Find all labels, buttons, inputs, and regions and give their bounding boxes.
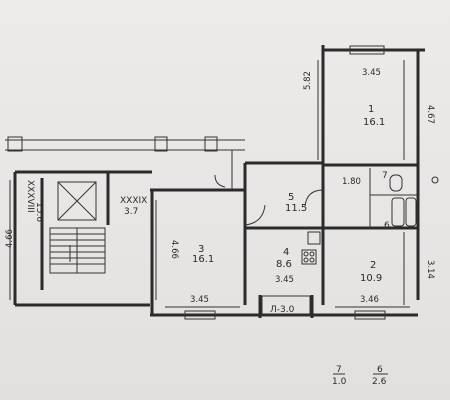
- room-2-area: 10.9: [360, 273, 382, 284]
- dim-room2-right: 3.14: [425, 260, 435, 279]
- corridor-column-1: [7, 136, 23, 152]
- riser-pipe: [431, 176, 439, 184]
- balcony-label: Л-3.0: [270, 305, 295, 315]
- room-1-number: 1: [368, 104, 374, 115]
- room-7-number: 7: [382, 171, 388, 181]
- balcony-outline: [261, 295, 311, 317]
- dim-stair-left: 4.66: [5, 229, 15, 248]
- room-1-area: 16.1: [363, 117, 385, 128]
- corridor-column-3: [204, 136, 218, 152]
- dim-room2-bottom: 3.46: [360, 295, 379, 305]
- room-5-number: 5: [288, 192, 294, 203]
- stair-unit-area: 15.6: [34, 202, 44, 222]
- dim-room1-top: 3.45: [362, 68, 381, 78]
- room-2-number: 2: [370, 260, 376, 271]
- door-corridor: [304, 189, 324, 207]
- dim-room1-left: 5.82: [303, 71, 313, 90]
- room-6-number: 6: [384, 221, 390, 231]
- dim-room1-right: 4.67: [425, 105, 435, 124]
- dim-room4-bottom: 3.45: [275, 275, 294, 285]
- legend-7-area: 1.0: [332, 377, 347, 387]
- sink-fixture: [307, 231, 321, 245]
- walls: [13, 45, 425, 318]
- elevator-cross-b: [57, 181, 97, 221]
- legend-6-number: 6: [377, 365, 383, 375]
- elevator-shaft: [57, 181, 97, 221]
- legend-7-number: 7: [336, 365, 342, 375]
- room-3-number: 3: [198, 244, 204, 255]
- door-entry: [214, 174, 226, 188]
- room-4-number: 4: [283, 247, 289, 258]
- bathtub-fixture-a: [391, 197, 405, 227]
- room-3-area: 16.1: [192, 254, 214, 265]
- stove-fixture: [301, 249, 317, 265]
- window-room1: [349, 45, 385, 55]
- dim-room3-left: 4.66: [169, 240, 179, 259]
- lobby-label: XXXIX: [120, 196, 147, 206]
- lobby-area: 3.7: [124, 207, 138, 217]
- toilet-fixture: [389, 174, 403, 192]
- room-5-area: 11.5: [285, 203, 307, 214]
- door-room5: [244, 204, 266, 226]
- bathtub-fixture-b: [405, 197, 417, 227]
- window-room3: [184, 310, 216, 320]
- stair-unit-label: XXXVIII: [25, 180, 35, 213]
- window-room2: [354, 310, 386, 320]
- thin-lines: [5, 45, 439, 375]
- room-4-area: 8.6: [276, 259, 292, 270]
- legend-6-area: 2.6: [372, 377, 387, 387]
- corridor-column-2: [154, 136, 168, 152]
- dim-room3-bottom: 3.45: [190, 295, 209, 305]
- dim-bath-width: 1.80: [342, 177, 361, 187]
